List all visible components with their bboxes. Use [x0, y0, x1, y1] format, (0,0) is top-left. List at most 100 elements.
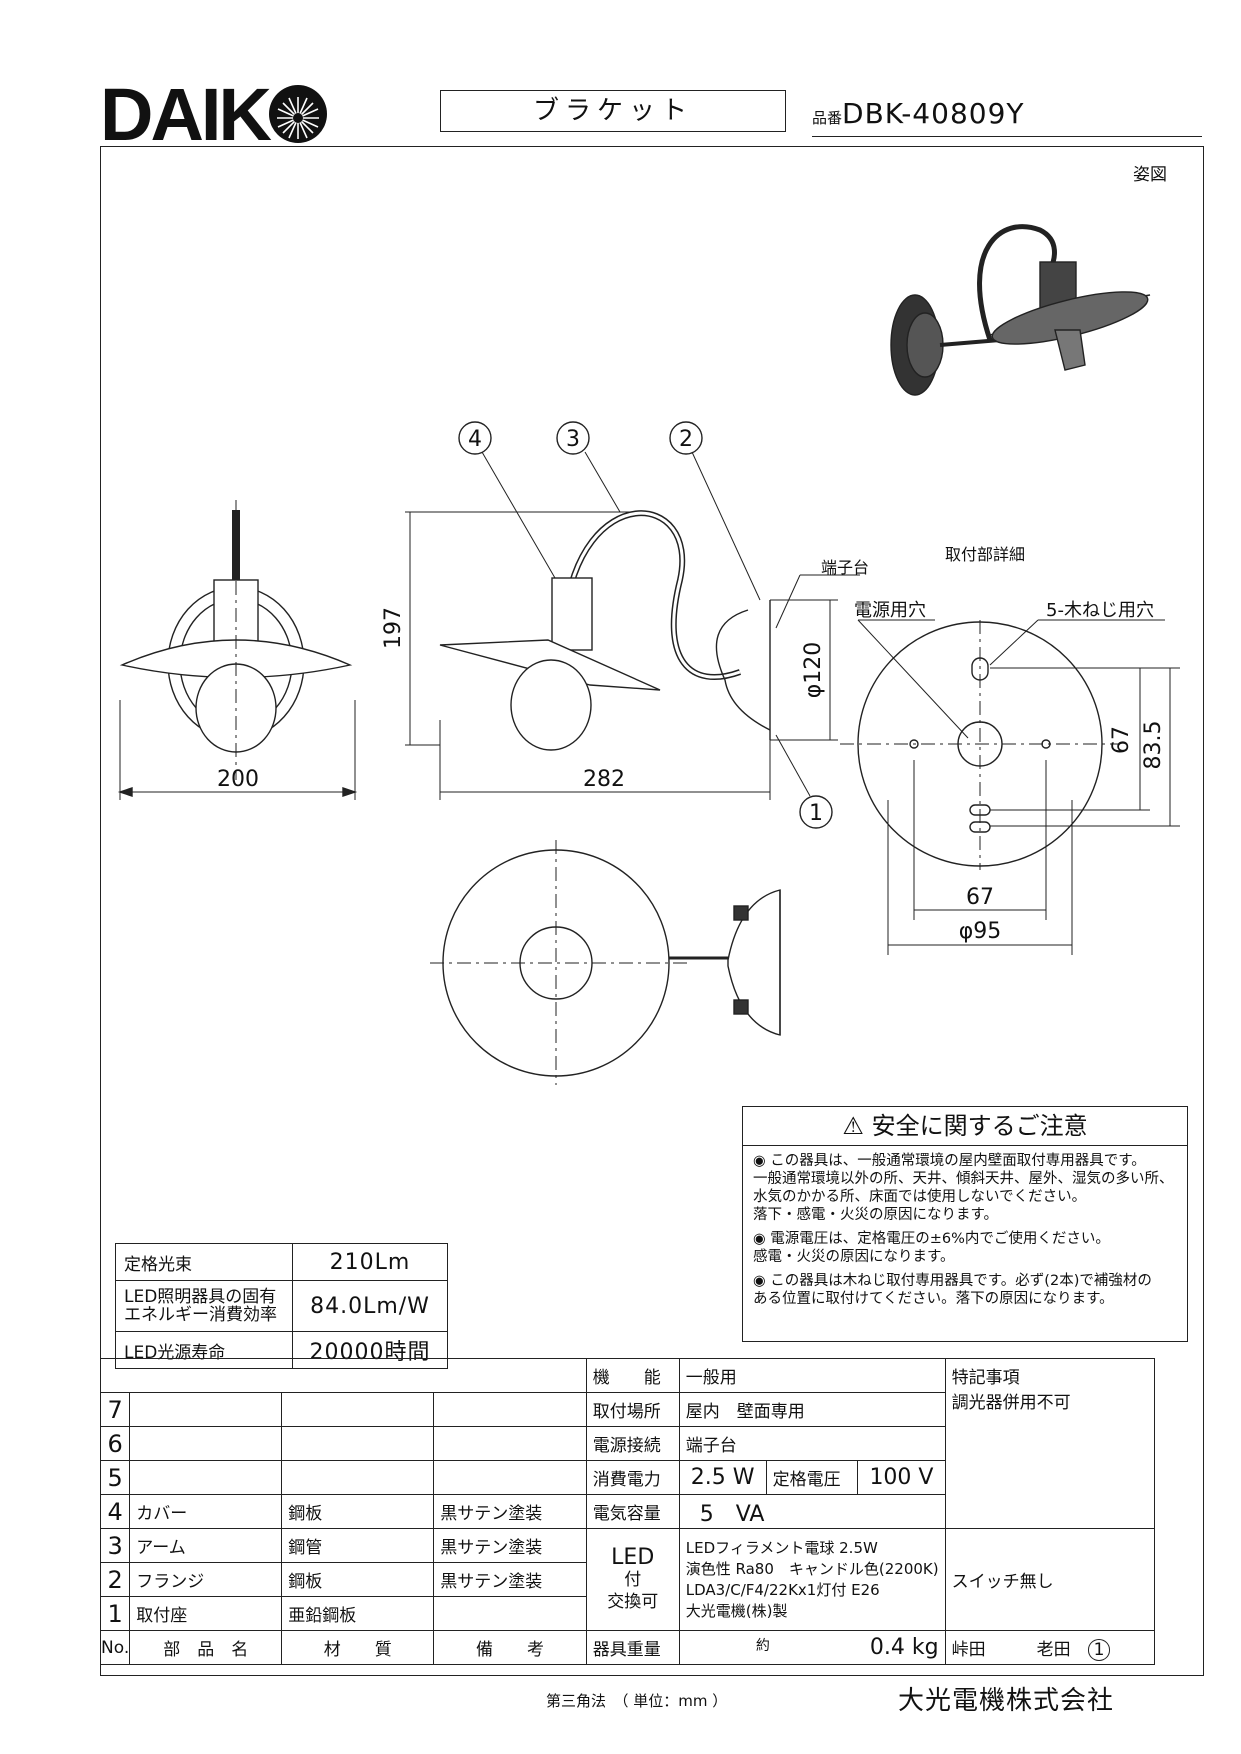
- projection-note: 第三角法 （ 単位：mm ）: [546, 1692, 728, 1710]
- part-material: [281, 1392, 435, 1427]
- notes-value: 調光器併用不可: [951, 1393, 1071, 1413]
- callout-2: 2: [679, 427, 693, 452]
- warning-icon: ⚠: [842, 1112, 872, 1140]
- logo-text: DAIK: [100, 73, 272, 156]
- safety-header: ⚠ 安全に関するご注意: [743, 1107, 1187, 1146]
- callout-4: 4: [468, 427, 482, 452]
- part-material: [281, 1426, 435, 1461]
- side-view: [405, 421, 860, 829]
- header-no: No.: [99, 1630, 131, 1665]
- product-type-box: ブラケット: [440, 90, 786, 132]
- part-material: 亜鉛鋼板: [281, 1596, 435, 1631]
- callout-1: 1: [809, 801, 823, 826]
- part-no: 3: [99, 1528, 131, 1563]
- function-value: 一般用: [678, 1358, 946, 1393]
- dim-front-width: 200: [217, 767, 259, 792]
- safety-line: 一般通常環境以外の所、天井、傾斜天井、屋外、湿気の多い所、: [753, 1171, 1174, 1187]
- dim-flange-dia: φ120: [801, 642, 826, 699]
- part-no: 7: [99, 1392, 131, 1427]
- front-view: [117, 500, 358, 800]
- terminal-label: 端子台: [821, 558, 869, 577]
- part-material: 鋼板: [281, 1494, 435, 1529]
- model-number-value: DBK-40809Y: [842, 97, 1025, 130]
- header-finish: 備 考: [433, 1630, 587, 1665]
- part-name: 取付座: [129, 1596, 283, 1631]
- top-view: [430, 840, 781, 1085]
- part-material: [281, 1460, 435, 1495]
- safety-line: 落下・感電・火災の原因になります。: [753, 1207, 999, 1223]
- weight-label: 器具重量: [585, 1630, 680, 1665]
- voltage-value: 100 V: [857, 1460, 946, 1495]
- connect-value: 端子台: [678, 1426, 946, 1461]
- efficiency-value: 84.0Lm/W: [292, 1280, 448, 1332]
- part-finish: [433, 1392, 587, 1427]
- safety-notice: ⚠ 安全に関するご注意 ◉ この器具は、一般通常環境の屋内壁面取付専用器具です。…: [742, 1106, 1188, 1342]
- safety-line: ◉ この器具は木ねじ取付専用器具です。必ず(2本)で補強材の: [753, 1273, 1152, 1289]
- dim-mount-width: 67: [966, 885, 994, 910]
- part-finish: 黒サテン塗装: [433, 1562, 587, 1597]
- mount-detail-view: [840, 619, 1180, 955]
- part-finish: 黒サテン塗装: [433, 1494, 587, 1529]
- part-name: アーム: [129, 1528, 283, 1563]
- part-finish: [433, 1460, 587, 1495]
- header-material: 材 質: [281, 1630, 435, 1665]
- part-finish: [433, 1596, 587, 1631]
- safety-line: ある位置に取付けてください。落下の原因になります。: [753, 1291, 1114, 1307]
- part-no: 5: [99, 1460, 131, 1495]
- flux-label: 定格光束: [115, 1243, 293, 1281]
- part-finish: [433, 1426, 587, 1461]
- sign-cell: 峠田 老田 1: [944, 1630, 1155, 1665]
- model-prefix: 品番: [812, 109, 843, 127]
- power-value: 2.5 W: [678, 1460, 767, 1495]
- perspective-view: [890, 224, 1151, 396]
- view-label: 姿図: [1133, 165, 1167, 185]
- capacity-label: 電気容量: [585, 1494, 680, 1529]
- sun-logo-icon: [268, 85, 327, 143]
- notes-label: 特記事項: [951, 1368, 1020, 1388]
- dim-mount-h2: 83.5: [1141, 721, 1166, 770]
- location-value: 屋内 壁面専用: [678, 1392, 946, 1427]
- function-label: 機 能: [585, 1358, 680, 1393]
- part-material: 鋼管: [281, 1528, 435, 1563]
- model-number: 品番DBK-40809Y: [812, 96, 1202, 137]
- safety-line: 水気のかかる所、床面では使用しないでください。: [753, 1189, 1087, 1205]
- connect-label: 電源接続: [585, 1426, 680, 1461]
- safety-title: 安全に関するご注意: [871, 1112, 1088, 1140]
- safety-line: 感電・火災の原因になります。: [753, 1249, 955, 1265]
- notes-cell: 特記事項調光器併用不可: [944, 1358, 1155, 1529]
- voltage-label: 定格電圧: [765, 1460, 859, 1495]
- part-name: [129, 1392, 283, 1427]
- drawing-frame: [100, 146, 1204, 1676]
- dim-side-height: 197: [381, 607, 406, 649]
- part-no: 6: [99, 1426, 131, 1461]
- capacity-value: 5 VA: [678, 1494, 946, 1529]
- header-name: 部 品 名: [129, 1630, 283, 1665]
- part-name: [129, 1426, 283, 1461]
- company-name: 大光電機株式会社: [898, 1686, 1115, 1716]
- callout-3: 3: [566, 427, 580, 452]
- part-material: 鋼板: [281, 1562, 435, 1597]
- dim-side-depth: 282: [583, 767, 625, 792]
- location-label: 取付場所: [585, 1392, 680, 1427]
- dim-mount-h1: 67: [1109, 726, 1134, 754]
- screw-hole-label: 5-木ねじ用穴: [1046, 600, 1154, 621]
- safety-line: ◉ 電源電圧は、定格電圧の±6%内でご使用ください。: [753, 1231, 1110, 1247]
- part-name: フランジ: [129, 1562, 283, 1597]
- power-hole-label: 電源用穴: [854, 600, 926, 621]
- power-label: 消費電力: [585, 1460, 680, 1495]
- dim-mount-dia: φ95: [959, 919, 1002, 944]
- switch-note: スイッチ無し: [944, 1528, 1155, 1631]
- efficiency-label: LED照明器具の固有エネルギー消費効率: [115, 1280, 293, 1332]
- safety-line: ◉ この器具は、一般通常環境の屋内壁面取付専用器具です。: [753, 1153, 1146, 1169]
- daiko-logo: DAIK: [100, 78, 327, 152]
- flux-value: 210Lm: [292, 1243, 448, 1281]
- parts-table: 機 能 一般用 特記事項調光器併用不可 7 取付場所屋内 壁面専用 6 電源接続…: [99, 1358, 1155, 1665]
- part-no: 1: [99, 1596, 131, 1631]
- part-finish: 黒サテン塗装: [433, 1528, 587, 1563]
- part-name: [129, 1460, 283, 1495]
